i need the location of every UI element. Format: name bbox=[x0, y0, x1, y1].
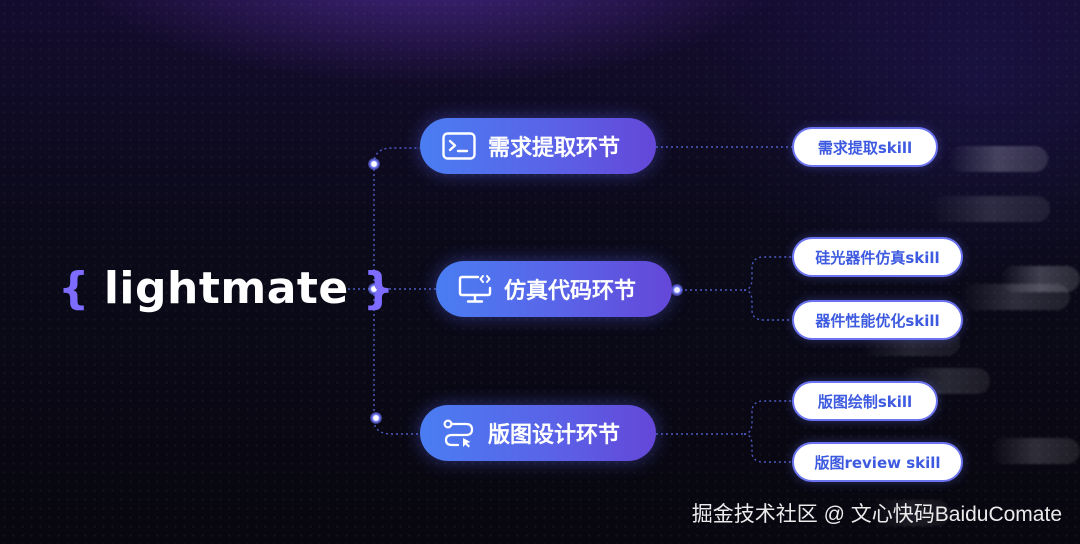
terminal-icon bbox=[442, 131, 476, 161]
stage-layout-design[interactable]: 版图设计环节 bbox=[420, 405, 656, 461]
connector-skill-3a bbox=[743, 400, 792, 435]
light-streak bbox=[1000, 266, 1080, 292]
watermark-text: 掘金技术社区 @ 文心快码BaiduComate bbox=[691, 503, 1062, 526]
stage-label: 版图设计环节 bbox=[488, 423, 621, 448]
connector-skill-3b bbox=[743, 433, 792, 463]
skill-requirement-extraction[interactable]: 需求提取skill bbox=[792, 127, 938, 167]
light-streak bbox=[930, 196, 1050, 222]
connector-skill-2a bbox=[743, 256, 792, 291]
connector-stage-3 bbox=[373, 419, 420, 435]
skill-silicon-photonics-simulation[interactable]: 硅光器件仿真skill bbox=[792, 237, 963, 277]
node-dot bbox=[368, 283, 380, 295]
monitor-code-icon bbox=[458, 274, 492, 304]
light-streak bbox=[948, 146, 1048, 172]
skill-device-performance-optimization[interactable]: 器件性能优化skill bbox=[792, 300, 963, 340]
route-path-icon bbox=[442, 418, 476, 448]
stage-label: 需求提取环节 bbox=[488, 136, 621, 161]
light-streak bbox=[870, 500, 950, 526]
stage-requirement-extraction[interactable]: 需求提取环节 bbox=[420, 118, 656, 174]
light-streak bbox=[960, 284, 1070, 310]
connector-stage-1 bbox=[373, 147, 420, 165]
node-dot bbox=[370, 412, 382, 424]
logo-brace-close: } bbox=[362, 262, 395, 314]
logo-text: lightmate bbox=[103, 262, 349, 314]
lightmate-logo: { lightmate } bbox=[58, 258, 395, 318]
skill-layout-drawing[interactable]: 版图绘制skill bbox=[792, 381, 938, 421]
node-dot bbox=[671, 284, 683, 296]
stage-simulation-code[interactable]: 仿真代码环节 bbox=[436, 261, 672, 317]
light-streak bbox=[990, 438, 1080, 464]
connector-skill-2b bbox=[743, 289, 792, 321]
skill-layout-review[interactable]: 版图review skill bbox=[792, 442, 963, 482]
stage-label: 仿真代码环节 bbox=[504, 279, 637, 304]
logo-brace-open: { bbox=[58, 262, 90, 314]
node-dot bbox=[368, 158, 380, 170]
